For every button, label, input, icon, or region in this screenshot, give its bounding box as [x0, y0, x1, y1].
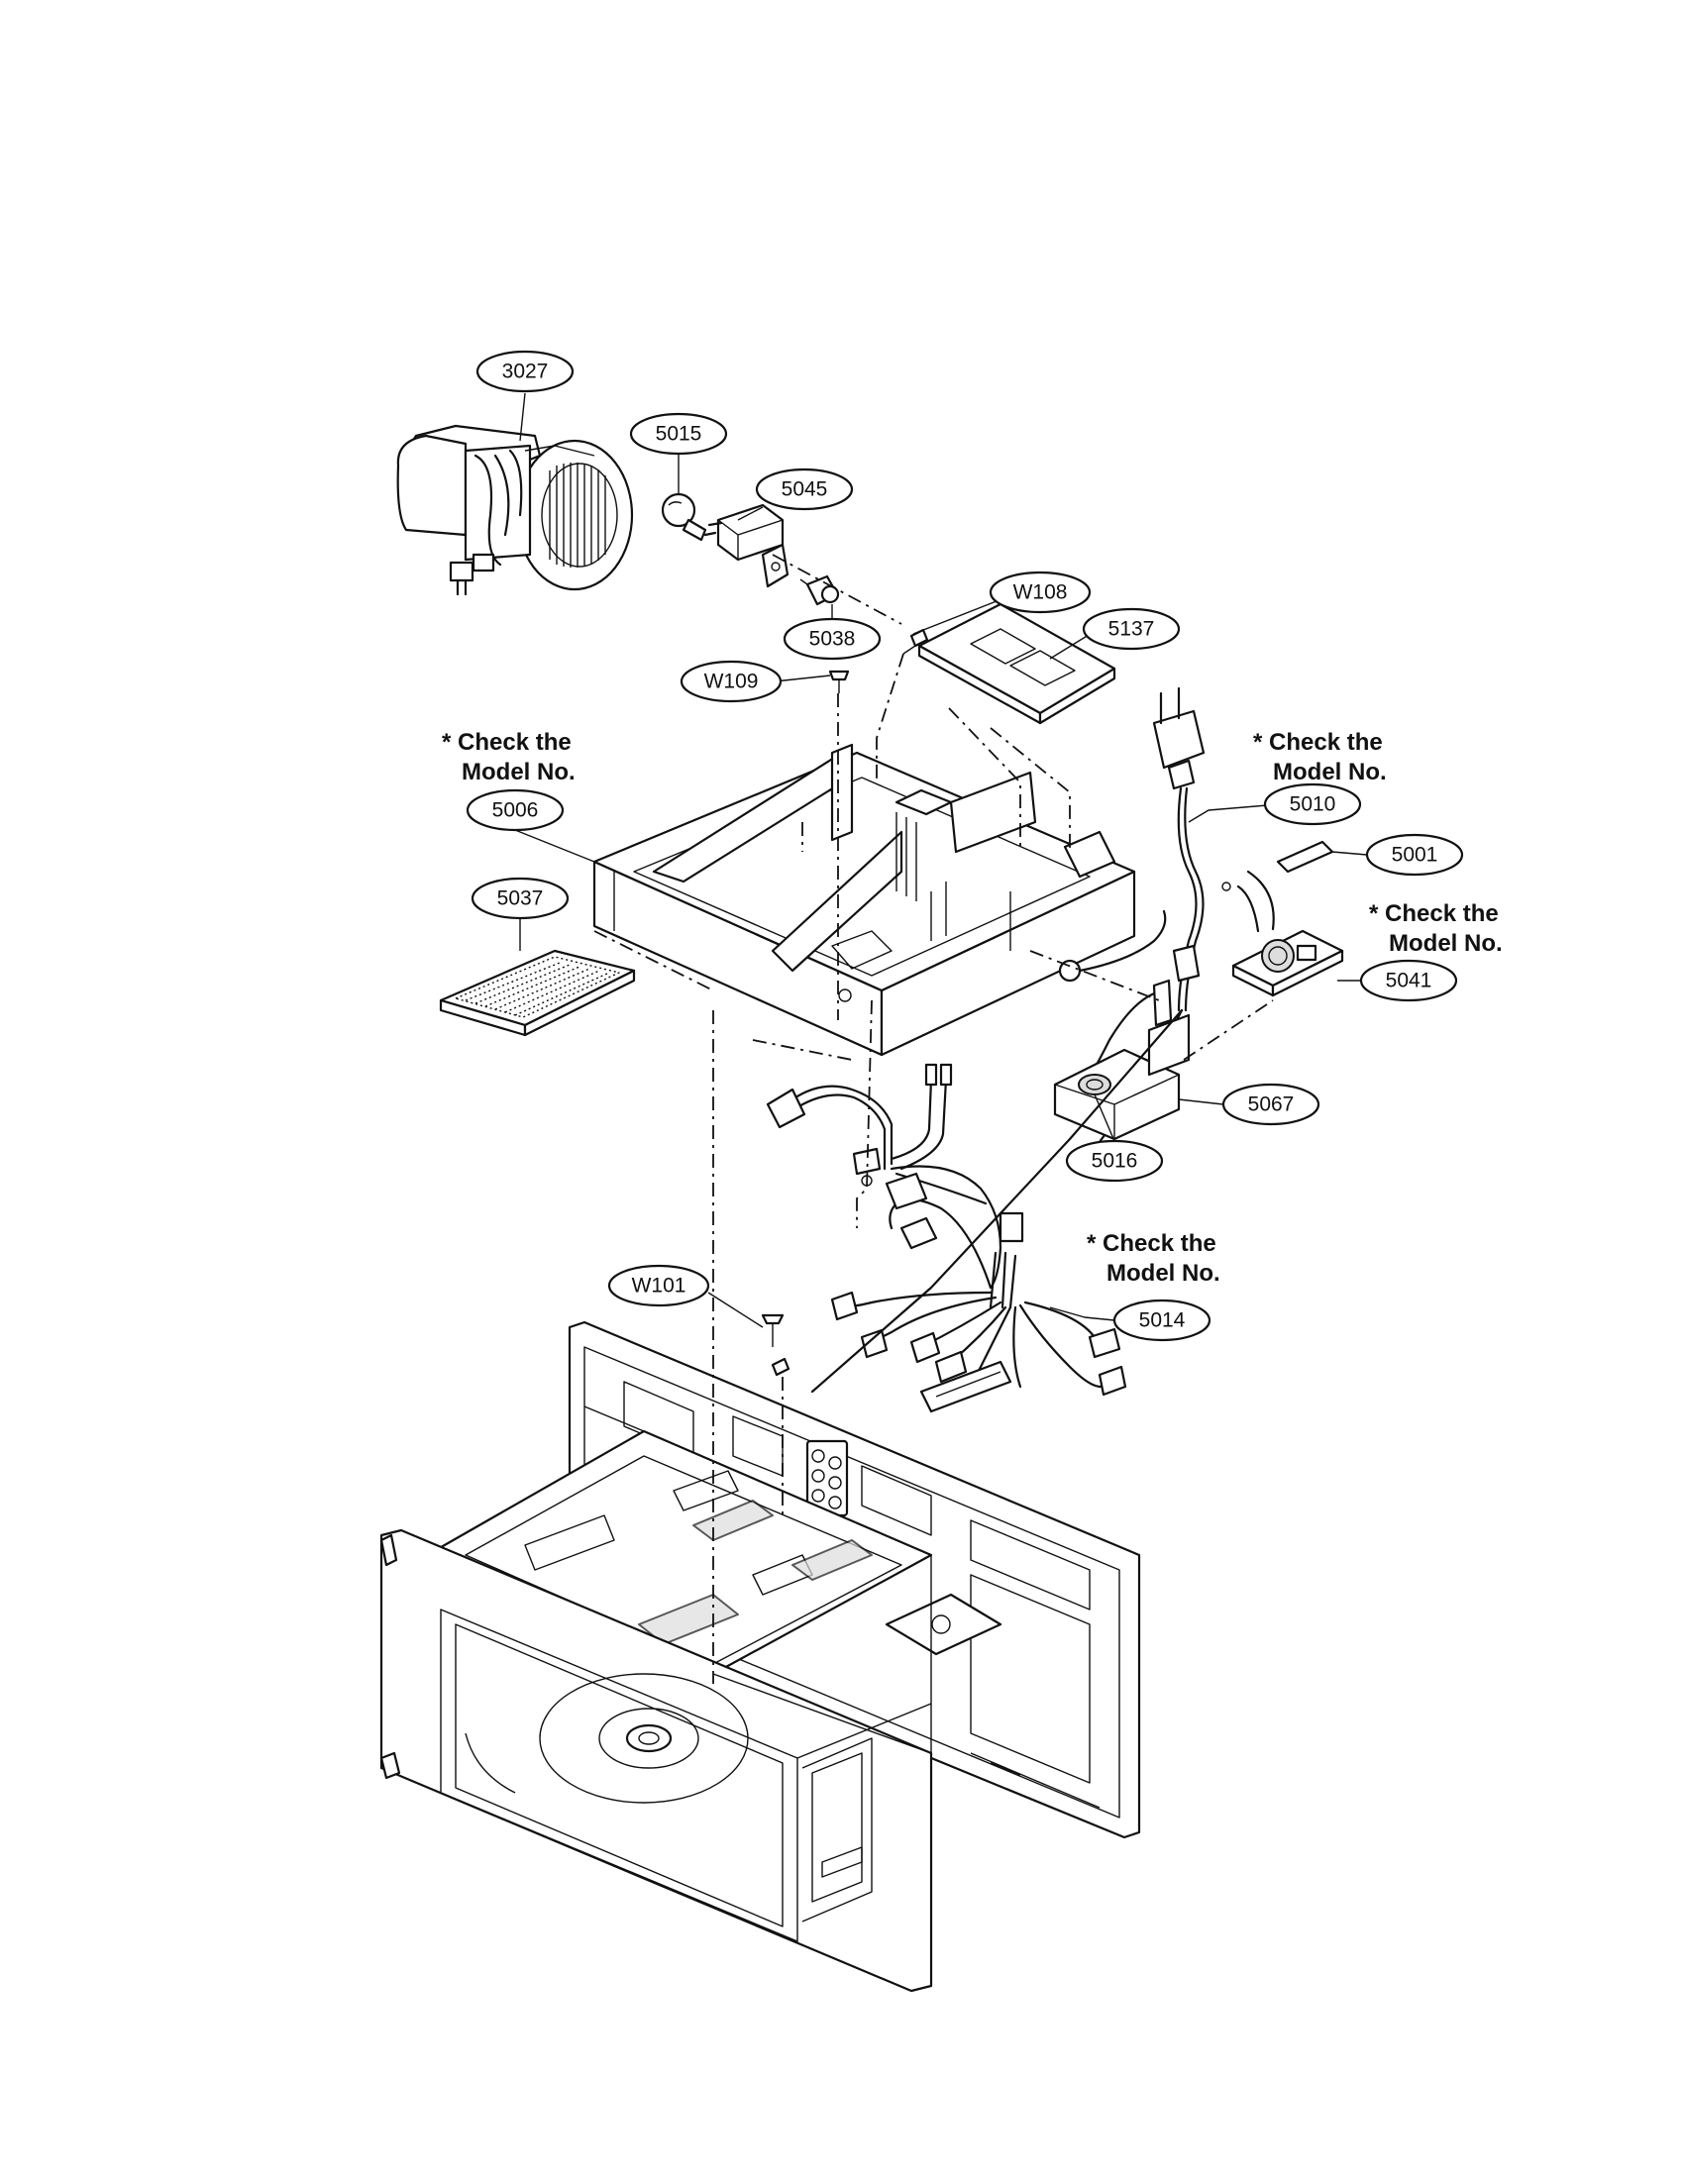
screw-w101 [761, 1313, 790, 1377]
callout-label-w109: W109 [704, 671, 759, 693]
callout-w101: W101 [607, 1264, 710, 1307]
callout-w108: W108 [989, 571, 1092, 614]
callout-label-5010: 5010 [1290, 793, 1336, 816]
thermostat-5038 [799, 574, 840, 606]
callout-5001: 5001 [1365, 833, 1464, 877]
callout-label-3027: 3027 [502, 361, 549, 383]
note-check-model-5006: * Check the Model No. [442, 729, 576, 785]
callout-5137: 5137 [1082, 607, 1181, 651]
callout-label-5038: 5038 [809, 628, 856, 651]
callout-label-5015: 5015 [656, 423, 702, 446]
callout-label-5014: 5014 [1139, 1309, 1186, 1332]
note-check-model-5010: * Check the Model No. [1253, 729, 1387, 785]
note-line1: * Check the [1087, 1230, 1216, 1257]
grease-filter-5037 [439, 949, 636, 1037]
wire-harness-5014 [766, 1008, 1184, 1413]
callout-5038: 5038 [783, 617, 882, 661]
screw-w109 [828, 670, 850, 693]
callout-5041: 5041 [1359, 959, 1458, 1002]
fuse-5001 [1276, 840, 1334, 874]
fan-motor-assembly [396, 424, 634, 596]
callout-label-5001: 5001 [1392, 844, 1438, 867]
power-cord-5010 [1068, 686, 1206, 1171]
callout-label-5016: 5016 [1092, 1150, 1138, 1173]
callout-label-5037: 5037 [497, 887, 544, 910]
humidity-sensor-5016 [1078, 1074, 1111, 1095]
callout-5067: 5067 [1221, 1083, 1320, 1126]
screw-w108 [902, 628, 929, 655]
thermistor-probe [1058, 909, 1173, 1027]
callout-3027: 3027 [475, 350, 575, 393]
oven-cavity-assembly [379, 1320, 1141, 1993]
callout-5006: 5006 [466, 788, 565, 832]
bracket-5067 [1053, 1013, 1191, 1141]
callout-5037: 5037 [471, 877, 570, 920]
alignment-lines [593, 554, 1274, 1684]
callout-5016: 5016 [1065, 1139, 1164, 1183]
callout-label-w108: W108 [1013, 581, 1068, 604]
callout-5045: 5045 [755, 468, 854, 511]
callout-5010: 5010 [1263, 782, 1362, 826]
callout-w109: W109 [680, 660, 783, 703]
lamp-5015 [661, 492, 707, 542]
plate-5137 [917, 602, 1116, 725]
callout-label-5137: 5137 [1108, 618, 1155, 641]
leader-lines [514, 392, 1368, 1328]
note-line2: Model No. [462, 759, 576, 785]
note-line2: Model No. [1273, 759, 1387, 785]
note-line2: Model No. [1389, 930, 1503, 957]
noise-filter-5041 [1221, 870, 1344, 997]
air-guide-5006 [592, 743, 1136, 1057]
lamp-socket-5045 [703, 503, 789, 588]
note-line2: Model No. [1106, 1260, 1220, 1287]
note-line1: * Check the [1369, 900, 1499, 927]
note-check-model-5041: * Check the Model No. [1369, 900, 1503, 957]
callout-label-5045: 5045 [782, 478, 828, 501]
callout-5015: 5015 [629, 412, 728, 456]
note-line1: * Check the [1253, 729, 1383, 756]
callout-label-5067: 5067 [1248, 1093, 1295, 1116]
callout-label-5041: 5041 [1386, 970, 1432, 992]
callout-label-5006: 5006 [492, 799, 539, 822]
note-line1: * Check the [442, 729, 572, 756]
note-check-model-5014: * Check the Model No. [1087, 1230, 1220, 1287]
callout-label-w101: W101 [632, 1275, 686, 1298]
callout-5014: 5014 [1112, 1299, 1211, 1342]
